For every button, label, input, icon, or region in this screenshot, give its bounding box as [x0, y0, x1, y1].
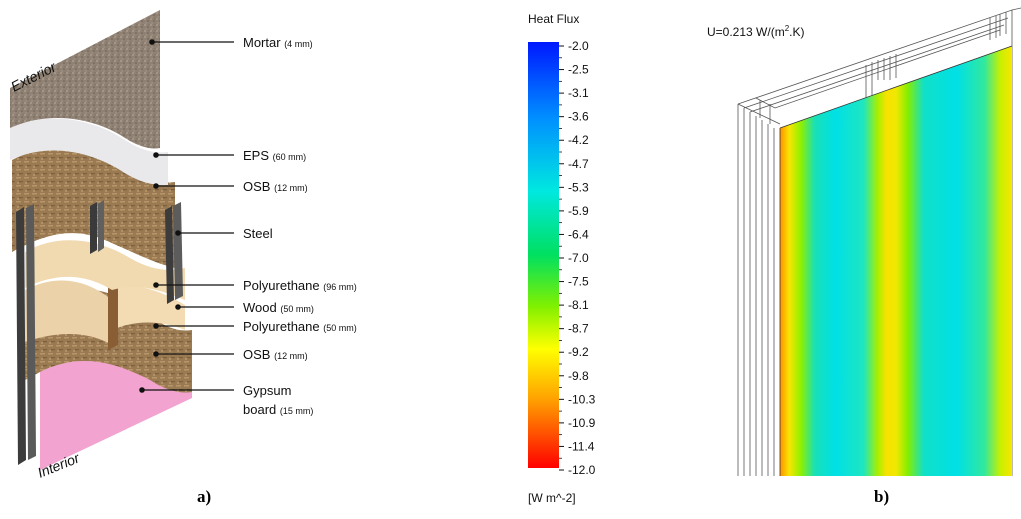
layer-label: OSB (12 mm)	[243, 179, 308, 194]
colorbar-tick-label: -3.6	[568, 110, 589, 124]
colorbar-tick-label: -8.7	[568, 322, 589, 336]
colorbar-tick-label: -12.0	[568, 463, 596, 477]
layer-label: Mortar (4 mm)	[243, 35, 313, 50]
layer-label: Gypsum	[243, 383, 291, 398]
gypsum-layer	[40, 360, 192, 470]
steel-stud-left	[16, 207, 26, 465]
layer-label: EPS (60 mm)	[243, 148, 306, 163]
colorbar-tick-label: -4.2	[568, 133, 589, 147]
colorbar-tick-label: -9.2	[568, 345, 589, 359]
steel-stud-right	[165, 206, 174, 304]
colorbar-title: Heat Flux	[528, 12, 579, 26]
colorbar-tick-label: -2.5	[568, 63, 589, 77]
colorbar-tick-label: -7.0	[568, 251, 589, 265]
layer-label: OSB (12 mm)	[243, 347, 308, 362]
colorbar-tick-label: -6.4	[568, 227, 589, 241]
colorbar-tick-label: -10.3	[568, 392, 596, 406]
colorbar-tick-label: -3.1	[568, 86, 589, 100]
mortar-layer	[10, 10, 160, 149]
colorbar-tick-label: -7.5	[568, 275, 589, 289]
polyurethane-lower-layer	[25, 280, 112, 345]
layer-label: Polyurethane (96 mm)	[243, 278, 357, 293]
steel-stud-mid	[90, 202, 97, 254]
steel-stud-right-2	[173, 202, 183, 300]
surface-top-edge	[779, 45, 1013, 129]
eps-layer	[10, 118, 168, 186]
layer-labels: Mortar (4 mm) EPS (60 mm) OSB (12 mm) St…	[243, 35, 357, 417]
layer-leaders	[139, 39, 234, 393]
steel-stud-mid-2	[98, 200, 104, 252]
colorbar-tick-label: -8.1	[568, 298, 589, 312]
colorbar-tick-label: -10.9	[568, 416, 596, 430]
layer-label: Polyurethane (50 mm)	[243, 319, 357, 334]
polyurethane-upper-layer	[25, 240, 185, 300]
layer-label: Wood (50 mm)	[243, 300, 314, 315]
wall-section-illustration: Exterior Interior	[8, 10, 192, 481]
panel-a-label: a)	[197, 487, 211, 506]
colorbar-ticks: -2.0 -2.5 -3.1 -3.6 -4.2 -4.7 -5.3 -5.9 -6.4 -7.0…	[559, 39, 596, 477]
colorbar-tick-label: -11.4	[568, 439, 595, 453]
colorbar-tick-label: -2.0	[568, 39, 589, 53]
colorbar-tick-label: -4.7	[568, 157, 589, 171]
heat-flux-surface	[780, 46, 1012, 476]
colorbar: Heat Flux -2.0 -2.5 -3.1 -3.6 -4.2 -4.7 -5.3 -5…	[528, 12, 596, 505]
u-value-label: U=0.213 W/(m2.K)	[707, 24, 805, 39]
steel-stud-left-2	[26, 204, 36, 460]
colorbar-scale	[528, 42, 559, 468]
colorbar-unit: [W m^-2]	[528, 491, 576, 505]
heat-flux-model-view: U=0.213 W/(m2.K)	[707, 7, 1021, 476]
layer-label: Steel	[243, 226, 273, 241]
colorbar-tick-label: -5.9	[568, 204, 589, 218]
colorbar-tick-label: -9.8	[568, 369, 589, 383]
layer-label: board (15 mm)	[243, 402, 313, 417]
polyurethane-lower-right	[112, 285, 185, 330]
colorbar-tick-label: -5.3	[568, 180, 589, 194]
panel-b-label: b)	[874, 487, 889, 506]
